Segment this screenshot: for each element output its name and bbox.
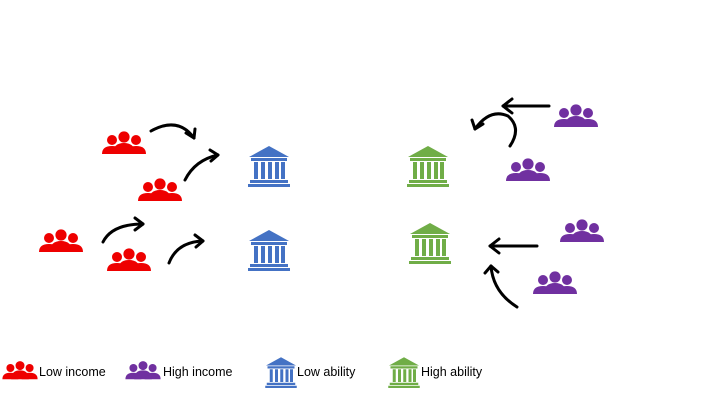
legend-high-ability-label: High ability [421,365,483,379]
high-income-group [506,158,550,181]
legend-low-income-label: Low income [39,365,106,379]
legend-high-ability-icon [388,357,420,388]
legend-high-income-label: High income [163,365,233,379]
curved-arrow [483,264,519,309]
legend-low-ability-icon [265,357,297,388]
legend: Low income High income Low ability High … [2,357,483,388]
high-income-group [554,104,598,127]
curved-arrow [167,233,205,265]
low-income-group [107,248,151,271]
straight-arrow [488,237,539,255]
hook-arrow [470,112,517,148]
high-income-group [560,219,604,242]
straight-arrow [501,97,551,115]
low-ability-institution [248,146,290,187]
curved-arrow [101,216,145,244]
curved-arrow [149,123,197,140]
low-income-group [39,229,83,252]
low-ability-institution [248,230,290,271]
legend-low-ability-label: Low ability [297,365,356,379]
legend-high-income-icon [125,361,161,380]
low-income-group [138,178,182,201]
high-income-group [533,271,577,294]
curved-arrow [183,148,220,182]
high-ability-institution [409,223,451,264]
high-ability-institution [407,146,449,187]
low-income-group [102,131,146,154]
legend-low-income-icon [2,361,38,380]
